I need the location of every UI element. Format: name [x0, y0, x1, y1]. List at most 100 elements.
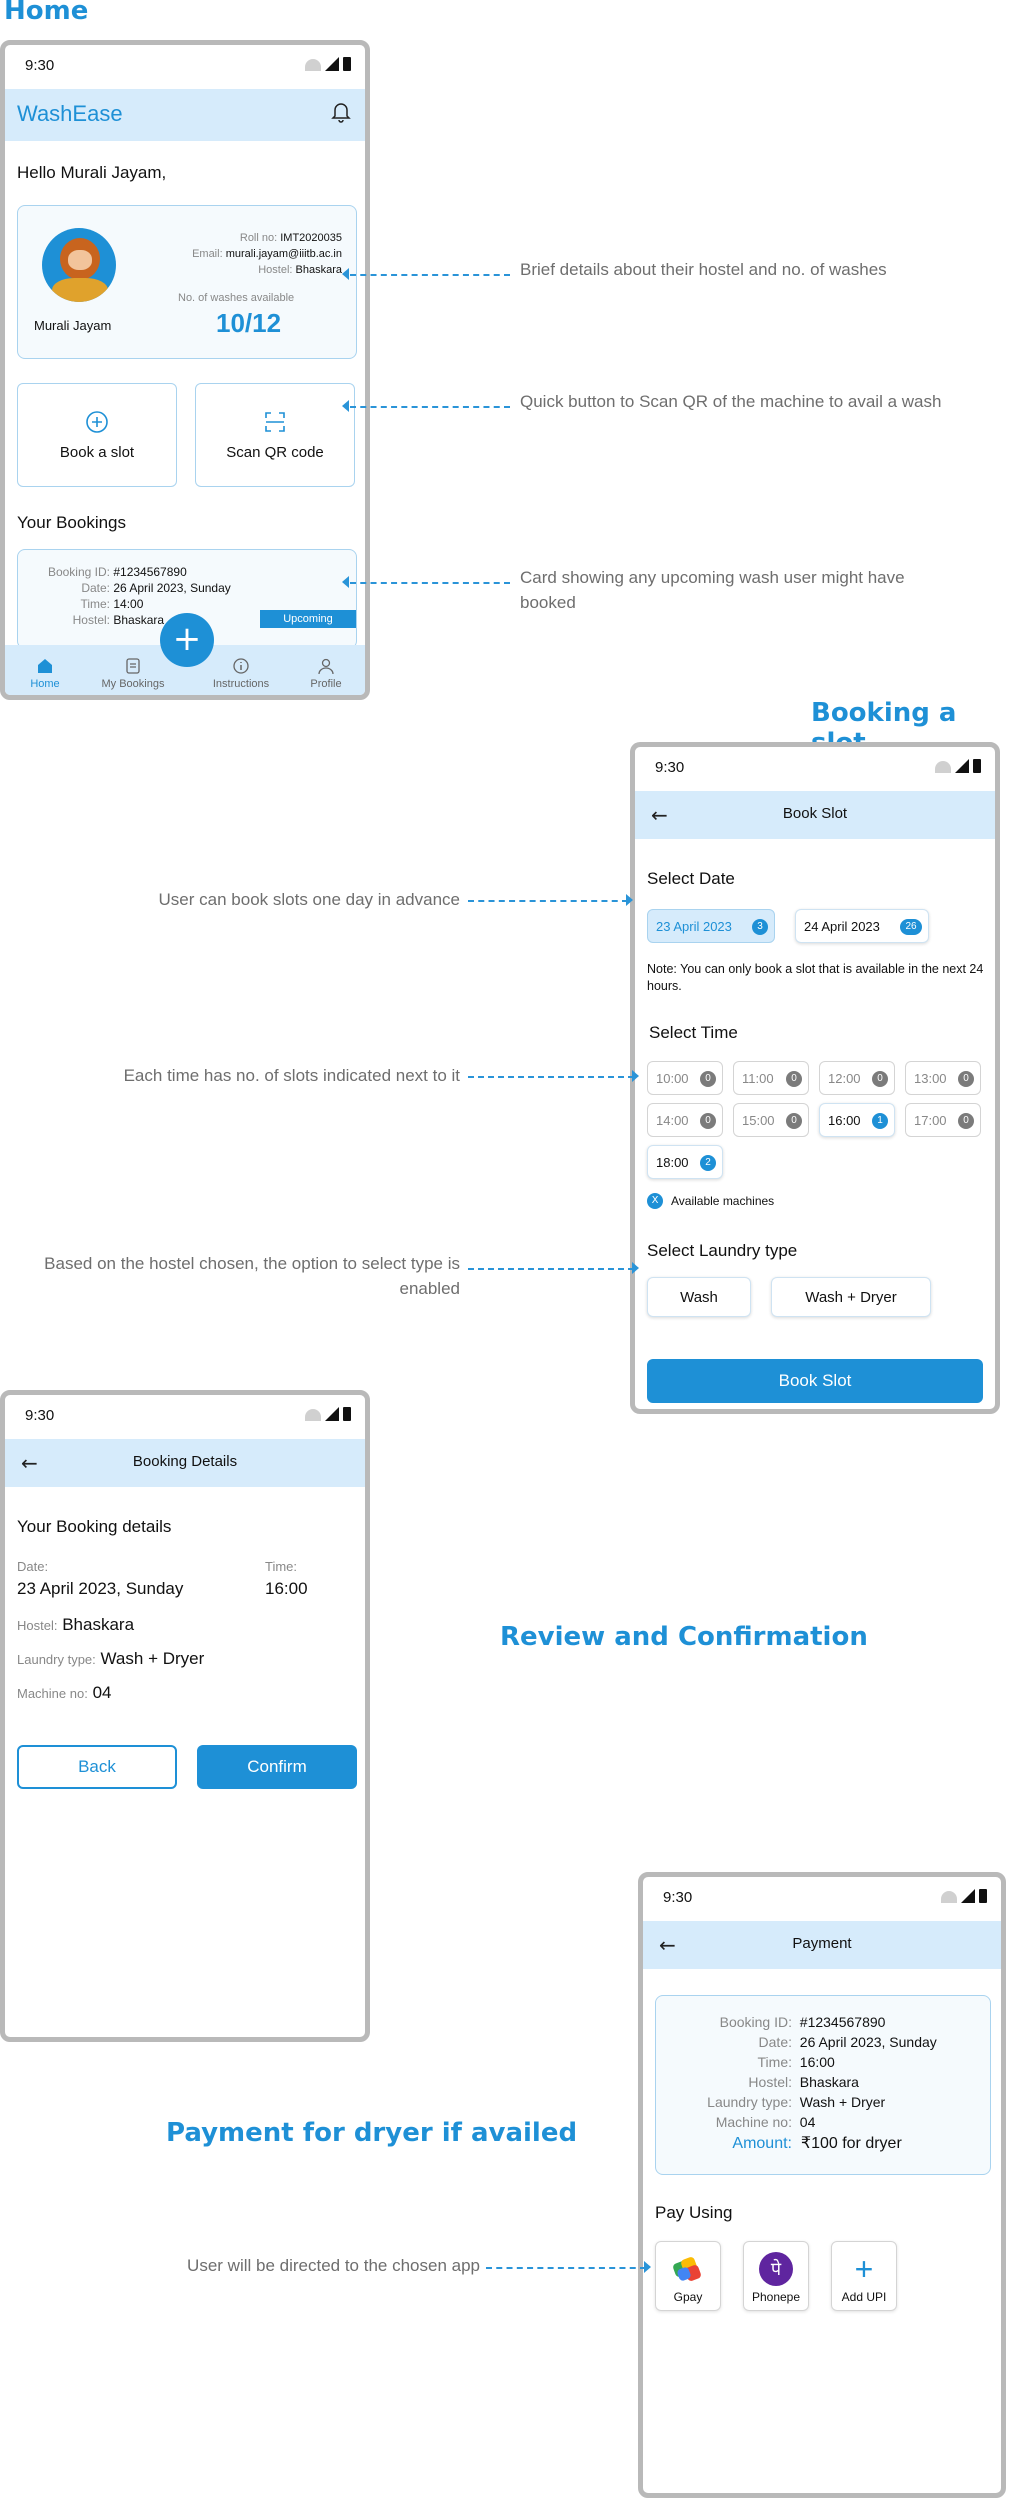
legend-dot: X — [647, 1193, 663, 1209]
details-header: ← Booking Details — [5, 1439, 365, 1487]
home-icon — [38, 659, 52, 673]
annotation-details: Brief details about their hostel and no.… — [520, 260, 887, 279]
app-logo: WashEase — [17, 101, 123, 126]
user-icon — [318, 658, 334, 675]
back-button[interactable]: Back — [17, 1745, 177, 1789]
time-value: 16:00 — [265, 1579, 308, 1598]
battery-icon — [979, 1889, 987, 1903]
book-slot-phone: 9:30 ← Book Slot Select Date 23 April 20… — [630, 742, 1000, 1414]
back-arrow-icon[interactable]: ← — [651, 803, 668, 827]
add-upi-option[interactable]: + Add UPI — [831, 2241, 897, 2311]
profile-info: Roll no: IMT2020035 Email: murali.jayam@… — [192, 232, 342, 276]
select-type-label: Select Laundry type — [647, 1241, 798, 1260]
avatar — [42, 228, 116, 302]
battery-icon — [343, 1407, 351, 1421]
back-arrow-icon[interactable]: ← — [21, 1451, 38, 1475]
date-value: 23 April 2023, Sunday — [17, 1579, 184, 1598]
select-date-label: Select Date — [647, 869, 735, 888]
annotation-scan: Quick button to Scan QR of the machine t… — [520, 392, 942, 411]
profile-name: Murali Jayam — [34, 318, 112, 333]
add-fab-button[interactable]: + — [160, 613, 214, 667]
payment-phone: 9:30 ← Payment Booking ID: #1234567890 D… — [638, 1872, 1006, 2498]
date-label: Date: — [17, 1559, 49, 1574]
gpay-option[interactable]: Gpay — [655, 2241, 721, 2311]
bell-icon[interactable] — [331, 101, 351, 123]
plus-icon: + — [854, 2251, 874, 2287]
home-phone: 9:30 WashEase Hello Murali Jayam, Murali… — [0, 40, 370, 700]
back-arrow-icon[interactable]: ← — [659, 1933, 676, 1957]
section-title-home: Home — [4, 0, 89, 26]
gpay-icon — [673, 2257, 701, 2281]
page-title: Booking Details — [132, 1453, 238, 1470]
type-row: Laundry type: Wash + Dryer — [17, 1649, 205, 1668]
phonepe-option[interactable]: पे Phonepe — [743, 2241, 809, 2311]
annotation-advance: User can book slots one day in advance — [158, 890, 460, 909]
section-title-payment: Payment for dryer if availed — [166, 2118, 578, 2148]
home-header: WashEase — [5, 89, 365, 141]
book-slot-button[interactable]: Book Slot — [647, 1359, 983, 1403]
book-slot-header: ← Book Slot — [635, 791, 995, 839]
scan-icon — [265, 411, 285, 432]
wash-dryer-option[interactable]: Wash + Dryer — [771, 1277, 931, 1317]
annotation-type: Based on the hostel chosen, the option t… — [44, 1254, 460, 1298]
phonepe-icon: पे — [759, 2252, 793, 2286]
legend-label: Available machines — [671, 1194, 775, 1208]
nav-profile[interactable]: Profile — [301, 657, 351, 690]
confirm-button[interactable]: Confirm — [197, 1745, 357, 1789]
greeting: Hello Murali Jayam, — [17, 163, 167, 182]
signal-icon — [955, 759, 969, 773]
annotation-app: User will be directed to the chosen app — [187, 2256, 480, 2275]
hostel-row: Hostel: Bhaskara — [17, 1615, 135, 1634]
wifi-icon — [941, 1891, 957, 1903]
page-title: Payment — [792, 1935, 852, 1952]
bookings-icon — [126, 658, 140, 674]
battery-icon — [343, 57, 351, 71]
signal-icon — [325, 1407, 339, 1421]
section-title-review: Review and Confirmation — [500, 1622, 868, 1652]
washes-label: No. of washes available — [178, 292, 295, 304]
plus-circle-icon — [86, 410, 108, 433]
battery-icon — [973, 759, 981, 773]
status-bar: 9:30 — [643, 1877, 1001, 1917]
wash-option[interactable]: Wash — [647, 1277, 751, 1317]
wifi-icon — [305, 1409, 321, 1421]
book-slot-button[interactable]: Book a slot — [17, 383, 177, 487]
booking-details-phone: 9:30 ← Booking Details Your Booking deta… — [0, 1390, 370, 2042]
wifi-icon — [305, 59, 321, 71]
wifi-icon — [935, 761, 951, 773]
signal-icon — [325, 57, 339, 71]
nav-my-bookings[interactable]: My Bookings — [93, 657, 173, 690]
status-bar: 9:30 — [5, 1395, 365, 1435]
status-time: 9:30 — [25, 57, 55, 74]
status-bar: 9:30 — [635, 747, 995, 787]
page-title: Book Slot — [782, 805, 848, 822]
annotation-card: Card showing any upcoming wash user migh… — [520, 568, 905, 612]
nav-instructions[interactable]: Instructions — [201, 657, 281, 690]
info-icon — [233, 658, 249, 674]
nav-home[interactable]: Home — [25, 657, 65, 690]
booking-note: Note: You can only book a slot that is a… — [647, 962, 984, 993]
status-badge: Upcoming — [260, 610, 356, 628]
scan-qr-button[interactable]: Scan QR code — [195, 383, 355, 487]
payment-summary-card: Booking ID: #1234567890 Date: 26 April 2… — [655, 1995, 991, 2175]
select-time-label: Select Time — [649, 1023, 738, 1042]
signal-icon — [961, 1889, 975, 1903]
machine-row: Machine no: 04 — [17, 1683, 112, 1702]
time-label: Time: — [265, 1559, 298, 1574]
pay-using-label: Pay Using — [655, 2203, 733, 2222]
washes-count: 10/12 — [216, 308, 282, 338]
bookings-title: Your Bookings — [17, 513, 127, 532]
payment-header: ← Payment — [643, 1921, 1001, 1969]
annotation-time-slots: Each time has no. of slots indicated nex… — [123, 1066, 460, 1085]
